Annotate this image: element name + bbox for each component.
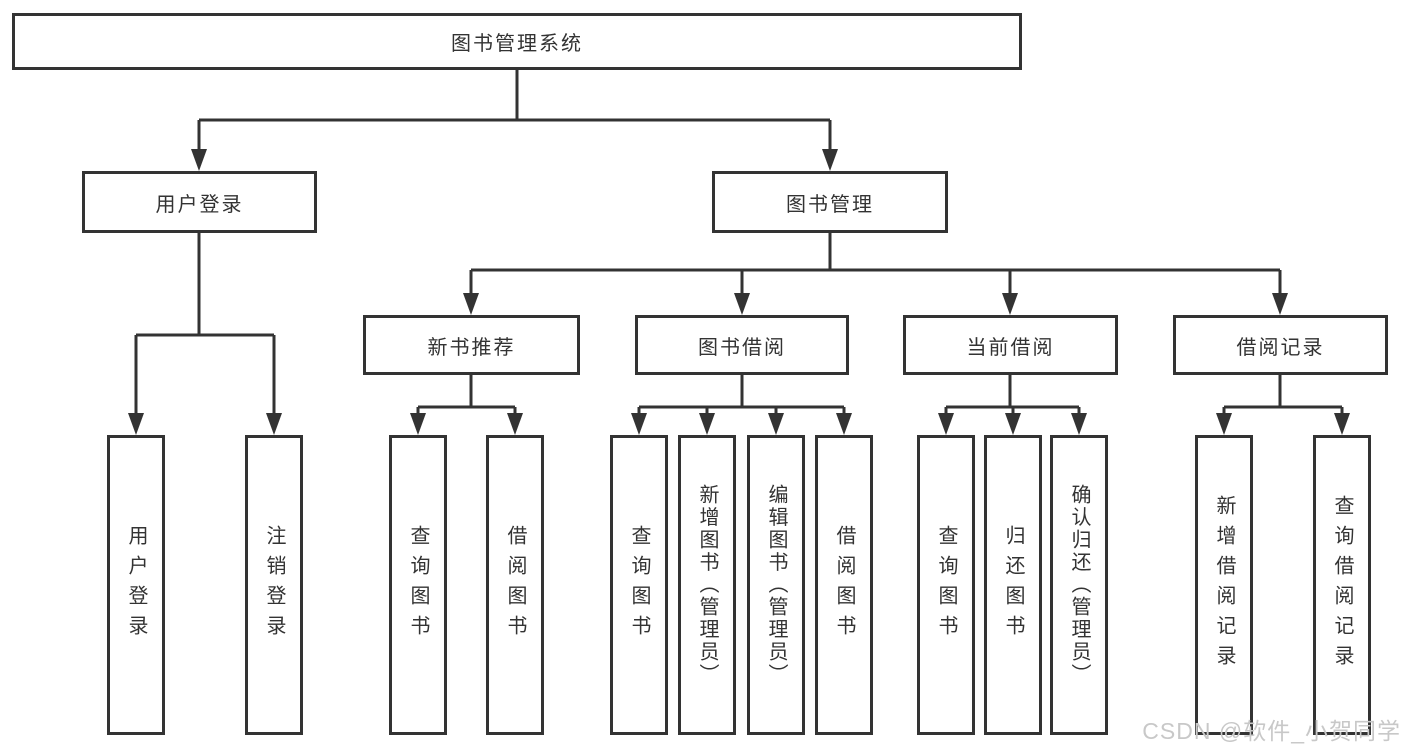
leaf-borrow-query-books: 查询图书 [610,435,668,735]
leaf-logout-label: 注销登录 [263,525,285,645]
leaf-borrow-query-books-label: 查询图书 [628,525,650,645]
leaf-recommend-query-books-label: 查询图书 [407,525,429,645]
node-user-login-label: 用户登录 [155,193,244,216]
node-book-borrow: 图书借阅 [635,315,849,375]
leaf-current-confirm-return-admin-label: 确认归还（管理员） [1068,484,1090,686]
leaf-current-return-books-label: 归还图书 [1002,525,1024,645]
leaf-user-login: 用户登录 [107,435,165,735]
leaf-records-query-record-label: 查询借阅记录 [1331,495,1353,675]
node-root-label: 图书管理系统 [451,33,583,55]
leaf-borrow-borrow-books: 借阅图书 [815,435,873,735]
leaf-records-add-record-label: 新增借阅记录 [1213,495,1235,675]
leaf-logout: 注销登录 [245,435,303,735]
leaf-user-login-label: 用户登录 [125,525,147,645]
leaf-current-query-books: 查询图书 [917,435,975,735]
leaf-recommend-borrow-books-label: 借阅图书 [504,525,526,645]
node-root: 图书管理系统 [12,13,1022,70]
leaf-current-query-books-label: 查询图书 [935,525,957,645]
node-current-borrow-label: 当前借阅 [966,336,1055,359]
leaf-current-return-books: 归还图书 [984,435,1042,735]
leaf-recommend-borrow-books: 借阅图书 [486,435,544,735]
watermark: CSDN @软件_小贺同学 [1142,718,1401,744]
leaf-borrow-edit-books-admin: 编辑图书（管理员） [747,435,805,735]
node-book-borrow-label: 图书借阅 [698,336,786,359]
node-new-book-recommend: 新书推荐 [363,315,580,375]
node-user-login: 用户登录 [82,171,317,233]
leaf-borrow-edit-books-admin-label: 编辑图书（管理员） [765,484,787,686]
node-borrow-records-label: 借阅记录 [1236,336,1325,359]
node-borrow-records: 借阅记录 [1173,315,1388,375]
leaf-borrow-borrow-books-label: 借阅图书 [833,525,855,645]
leaf-borrow-add-books-admin: 新增图书（管理员） [678,435,736,735]
node-book-management: 图书管理 [712,171,948,233]
node-new-book-recommend-label: 新书推荐 [427,336,516,359]
leaf-current-confirm-return-admin: 确认归还（管理员） [1050,435,1108,735]
node-book-management-label: 图书管理 [786,193,874,216]
leaf-borrow-add-books-admin-label: 新增图书（管理员） [696,484,718,686]
leaf-records-add-record: 新增借阅记录 [1195,435,1253,735]
node-current-borrow: 当前借阅 [903,315,1118,375]
leaf-recommend-query-books: 查询图书 [389,435,447,735]
leaf-records-query-record: 查询借阅记录 [1313,435,1371,735]
